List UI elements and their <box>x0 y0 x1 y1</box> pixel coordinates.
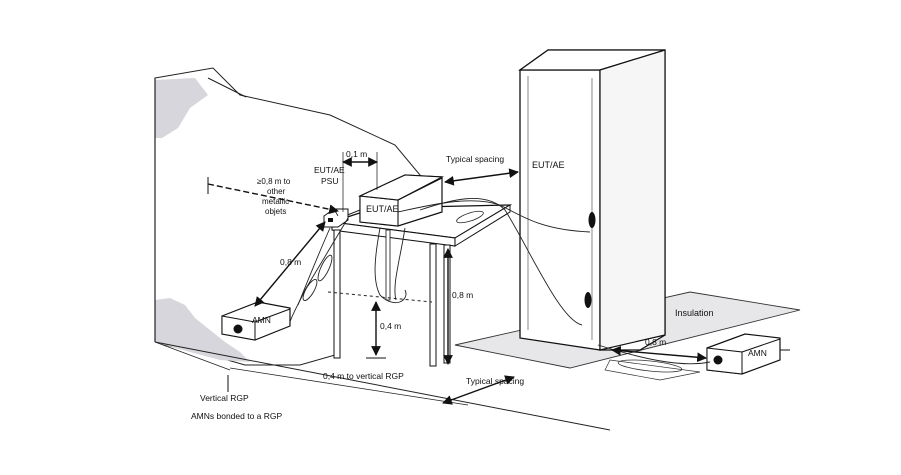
amn-left-socket-icon <box>233 324 243 334</box>
label-to-vertical-rgp: 0,4 m to vertical RGP <box>323 371 404 381</box>
eut-ae-box <box>357 174 445 227</box>
cabinet-port-lower-icon <box>584 292 592 308</box>
label-distance-other-3: metallic <box>262 197 289 206</box>
label-0-8m-right: 0,8 m <box>645 337 666 347</box>
label-psu-2: PSU <box>321 176 338 186</box>
label-0-4m: 0,4 m <box>380 321 401 331</box>
height-dashed-line <box>327 291 433 303</box>
label-0-1m: 0,1 m <box>346 149 367 159</box>
amn-right-socket-icon <box>713 355 723 365</box>
label-amn-left: AMN <box>252 315 271 325</box>
amn-right <box>706 333 790 375</box>
label-0-8m-left: 0,8 m <box>280 257 301 267</box>
label-vertical-rgp: Vertical RGP <box>200 393 249 403</box>
cabinet-port-upper-icon <box>588 212 596 228</box>
wall-shading-top <box>155 78 208 138</box>
label-psu-1: EUT/AE <box>314 165 345 175</box>
label-amn-right: AMN <box>748 348 767 358</box>
label-0-8m-vertical: 0,8 m <box>452 290 473 300</box>
label-amns-bonded: AMNs bonded to a RGP <box>191 411 283 421</box>
label-distance-other-2: other <box>267 187 286 196</box>
label-typical-spacing-bottom: Typical spacing <box>466 376 524 386</box>
label-typical-spacing-top: Typical spacing <box>446 154 504 164</box>
eut-ae-cabinet <box>518 49 666 351</box>
label-eut-ae-box: EUT/AE <box>366 204 399 214</box>
label-cabinet-eut-ae: EUT/AE <box>532 160 565 170</box>
labels: 0,1 m Typical spacing EUT/AE ≥0,8 m to o… <box>191 149 767 421</box>
vertical-rgp-wall <box>154 67 421 366</box>
label-distance-other-4: objets <box>265 207 286 216</box>
label-distance-other-1: ≥0,8 m to <box>257 177 291 186</box>
floor-lines <box>154 341 611 431</box>
dimension-arrows <box>207 152 707 405</box>
label-insulation: Insulation <box>675 308 714 318</box>
wall-shading-bottom <box>155 298 250 362</box>
